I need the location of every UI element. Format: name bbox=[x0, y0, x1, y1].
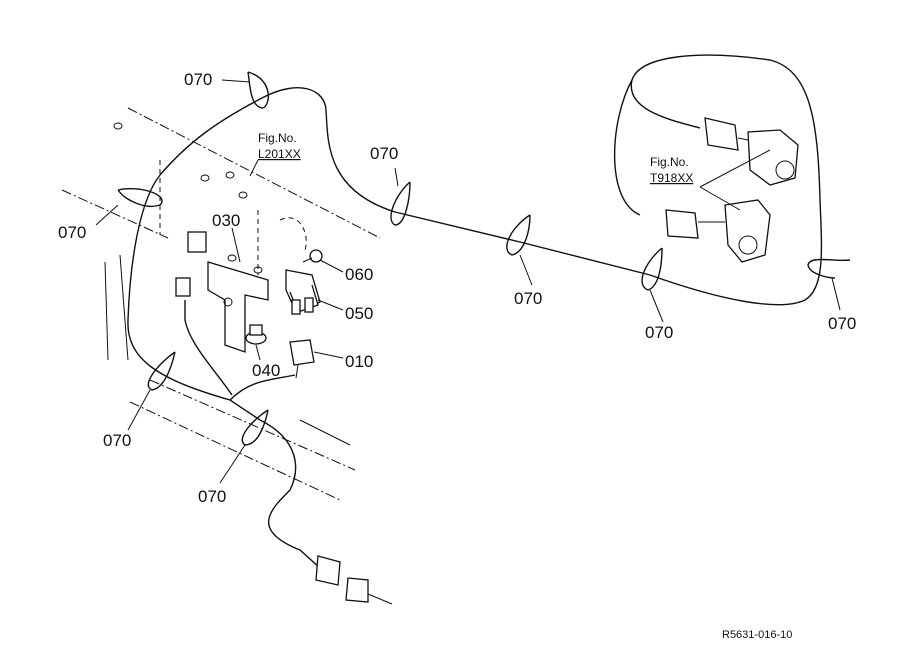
label-050: 050 bbox=[345, 304, 373, 323]
fig-ref-left-title: Fig.No. bbox=[258, 131, 297, 145]
harness-wires bbox=[127, 54, 823, 569]
label-070-left: 070 bbox=[58, 223, 86, 242]
label-070-lower-left: 070 bbox=[103, 431, 131, 450]
label-070-mid: 070 bbox=[514, 289, 542, 308]
bolt-040 bbox=[245, 324, 267, 345]
fig-ref-right-code: T918XX bbox=[650, 171, 693, 185]
cable-tie-3 bbox=[390, 181, 411, 226]
label-060: 060 bbox=[345, 265, 373, 284]
sensor-assembly-lower bbox=[665, 199, 771, 263]
frame-outline bbox=[61, 107, 381, 501]
drawing-code: R5631-016-10 bbox=[722, 629, 792, 641]
cable-tie-7 bbox=[147, 351, 176, 391]
label-070-bottom: 070 bbox=[198, 487, 226, 506]
cable-tie-2 bbox=[117, 188, 163, 207]
fig-ref-right-title: Fig.No. bbox=[650, 155, 689, 169]
cable-ties bbox=[117, 71, 851, 446]
label-070-top: 070 bbox=[184, 70, 212, 89]
label-070-center: 070 bbox=[370, 144, 398, 163]
bracket-030 bbox=[207, 254, 269, 353]
connector-010 bbox=[289, 339, 315, 379]
cable-tie-4 bbox=[506, 214, 531, 256]
label-040: 040 bbox=[252, 361, 280, 380]
label-010: 010 bbox=[345, 352, 373, 371]
cable-tie-1 bbox=[247, 71, 270, 109]
label-030: 030 bbox=[212, 211, 240, 230]
fig-ref-left-code: L201XX bbox=[258, 147, 301, 161]
leader-lines bbox=[95, 79, 841, 484]
cable-tie-8 bbox=[241, 409, 269, 446]
sensor-assembly-upper bbox=[704, 117, 799, 186]
cable-tie-5 bbox=[641, 247, 663, 291]
small-connectors bbox=[175, 231, 393, 605]
label-070-right: 070 bbox=[828, 314, 856, 333]
screw-060 bbox=[302, 249, 323, 263]
cable-tie-6 bbox=[807, 258, 851, 279]
label-070-right-mid: 070 bbox=[645, 323, 673, 342]
relay-050 bbox=[285, 269, 321, 315]
